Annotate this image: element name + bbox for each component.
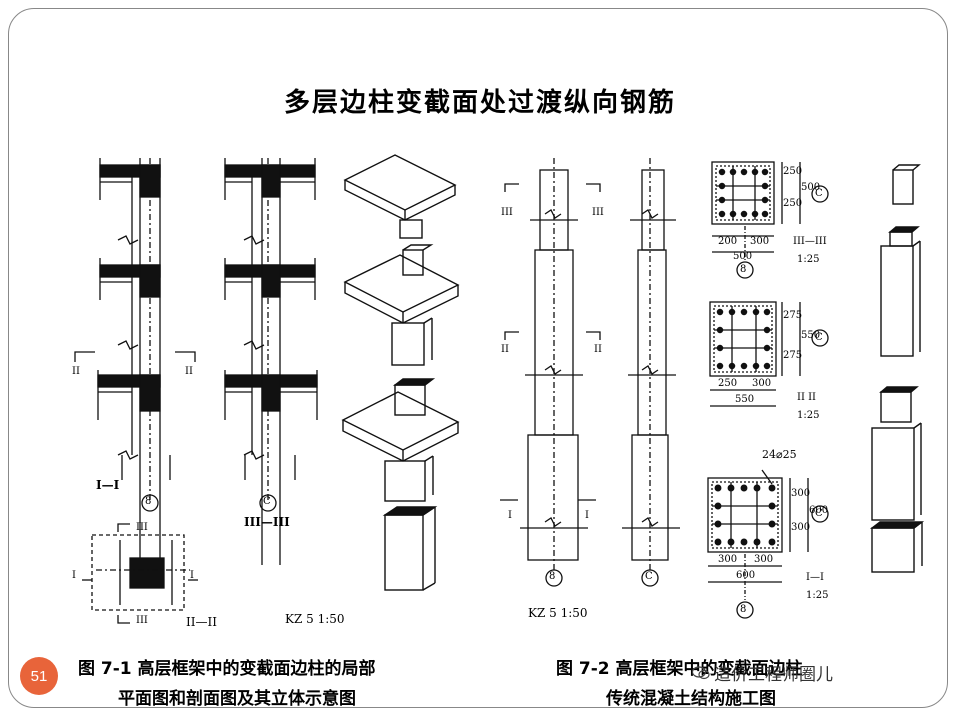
page-number-badge: 51 bbox=[20, 657, 58, 695]
sec2-total-v: 550 bbox=[801, 330, 821, 341]
fig72-isometric bbox=[869, 164, 925, 573]
sec2-scale: 1:25 bbox=[797, 410, 820, 421]
fig71-kz-label: KZ 5 1:50 bbox=[285, 612, 345, 626]
sec2-axis-c: C bbox=[815, 332, 823, 343]
sec2-total-h: 550 bbox=[735, 394, 755, 405]
fig71-mark-i-left: I bbox=[72, 570, 76, 581]
sec2-dim-h1: 250 bbox=[718, 378, 738, 389]
sec3-axis-8: 8 bbox=[740, 264, 747, 275]
watermark-text: 造价工程师圈儿 bbox=[714, 665, 833, 685]
fig71-mark-ii-right: II bbox=[185, 366, 193, 377]
sec3-axis-c: C bbox=[815, 188, 823, 199]
fig72-axis-c: C bbox=[645, 571, 653, 582]
fig72-section-1 bbox=[707, 469, 829, 619]
fig71-axis-8: 8 bbox=[145, 496, 152, 507]
fig71-section-1-label: I—I bbox=[96, 478, 120, 492]
sec2-label: II II bbox=[797, 392, 816, 403]
fig71-section-2-label: II—II bbox=[186, 615, 217, 629]
sec3-dim-v1: 250 bbox=[783, 166, 803, 177]
watermark: 造价工程师圈儿 bbox=[691, 660, 833, 685]
slide-frame bbox=[8, 8, 948, 708]
sec1-dim-h1: 300 bbox=[718, 554, 738, 565]
fig71-elevation-3 bbox=[224, 158, 318, 565]
fig72-kz-label: KZ 5 1:50 bbox=[528, 606, 588, 620]
fig71-section-3-label: III—III bbox=[244, 515, 290, 529]
fig71-mark-ii-left: II bbox=[72, 366, 80, 377]
sec2-dim-h2: 300 bbox=[752, 378, 772, 389]
fig72-mark-iii-right: III bbox=[592, 207, 604, 218]
fig72-mark-ii-left: II bbox=[501, 344, 509, 355]
fig72-axis-8: 8 bbox=[549, 571, 556, 582]
wechat-icon bbox=[691, 665, 710, 685]
fig71-axis-c: C bbox=[263, 496, 271, 507]
sec3-dim-v2: 250 bbox=[783, 198, 803, 209]
fig72-elevation-8 bbox=[500, 158, 601, 587]
fig72-mark-iii-left: III bbox=[501, 207, 513, 218]
sec2-dim-v2: 275 bbox=[783, 350, 803, 361]
sec1-total-h: 600 bbox=[736, 570, 756, 581]
sec1-dim-h2: 300 bbox=[754, 554, 774, 565]
fig71-isometric bbox=[341, 154, 460, 591]
fig71-plan bbox=[82, 523, 198, 624]
fig71-mark-iii-top: III bbox=[136, 522, 148, 533]
sec1-dim-v2: 300 bbox=[791, 522, 811, 533]
sec1-scale: 1:25 bbox=[806, 590, 829, 601]
fig72-mark-ii-right: II bbox=[594, 344, 602, 355]
sec3-scale: 1:25 bbox=[797, 254, 820, 265]
sec3-label: III—III bbox=[793, 236, 827, 247]
fig71-caption-line2: 平面图和剖面图及其立体示意图 bbox=[118, 689, 356, 709]
sec3-dim-h2: 300 bbox=[750, 236, 770, 247]
sec1-axis-c: C bbox=[815, 508, 823, 519]
fig72-section-2 bbox=[709, 301, 829, 407]
sec1-axis-8: 8 bbox=[740, 604, 747, 615]
fig72-section-3 bbox=[711, 161, 829, 279]
slide-title: 多层边柱变截面处过渡纵向钢筋 bbox=[283, 88, 676, 118]
sec3-total-v: 500 bbox=[801, 182, 821, 193]
fig71-elevation-1 bbox=[74, 158, 196, 565]
fig71-mark-iii-bottom: III bbox=[136, 615, 148, 626]
sec1-total-v: 600 bbox=[809, 505, 829, 516]
fig71-caption-line1: 图 7-1 高层框架中的变截面边柱的局部 bbox=[78, 659, 376, 679]
fig72-caption-line1: 图 7-2 高层框架中的变截面边柱 bbox=[556, 659, 803, 679]
sec2-dim-v1: 275 bbox=[783, 310, 803, 321]
sec3-total-h: 500 bbox=[733, 251, 753, 262]
fig72-mark-i-right: I bbox=[585, 510, 589, 521]
sec1-dim-v1: 300 bbox=[791, 488, 811, 499]
sec1-label: I—I bbox=[806, 572, 824, 583]
fig72-elevation-c bbox=[622, 158, 680, 587]
fig72-mark-i-left: I bbox=[508, 510, 512, 521]
fig71-mark-i-right: I bbox=[190, 570, 194, 581]
fig72-caption-line2: 传统混凝土结构施工图 bbox=[606, 689, 776, 709]
sec3-dim-h1: 200 bbox=[718, 236, 738, 247]
sec1-rebar: 24⌀25 bbox=[762, 448, 797, 461]
